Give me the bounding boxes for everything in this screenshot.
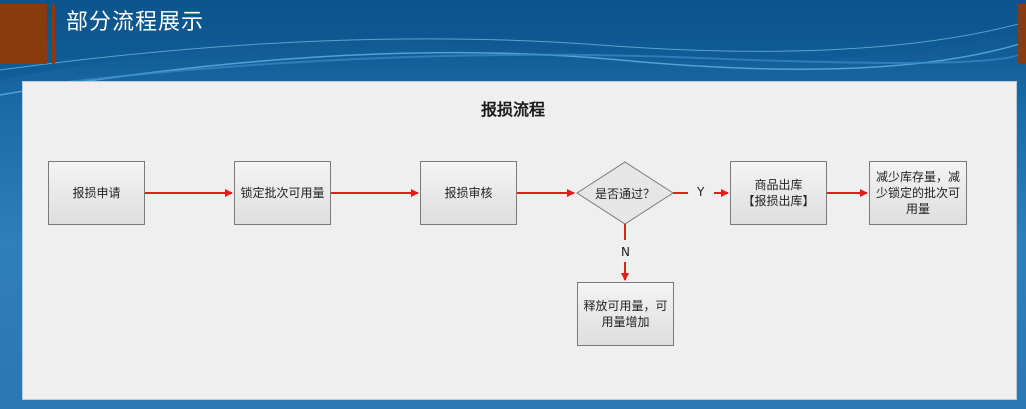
node-review: 报损审核 — [420, 161, 517, 225]
node-outbound: 商品出库 【报损出库】 — [730, 161, 827, 225]
node-lock: 锁定批次可用量 — [234, 161, 331, 225]
slide-title: 部分流程展示 — [66, 10, 205, 35]
accent-block-right — [1018, 4, 1026, 64]
accent-block-left — [0, 4, 47, 64]
flow-panel — [22, 81, 1017, 400]
node-apply: 报损申请 — [48, 161, 145, 225]
accent-line-left — [52, 4, 55, 64]
decision-diamond — [576, 161, 674, 225]
edge-label-no: N — [621, 245, 630, 259]
edge-label-yes: Y — [697, 185, 705, 199]
node-release: 释放可用量，可用量增加 — [577, 282, 674, 346]
node-decision-label: 是否通过？ — [594, 186, 655, 201]
diagram-title: 报损流程 — [480, 100, 545, 119]
node-reduce: 减少库存量，减少锁定的批次可用量 — [869, 161, 967, 225]
